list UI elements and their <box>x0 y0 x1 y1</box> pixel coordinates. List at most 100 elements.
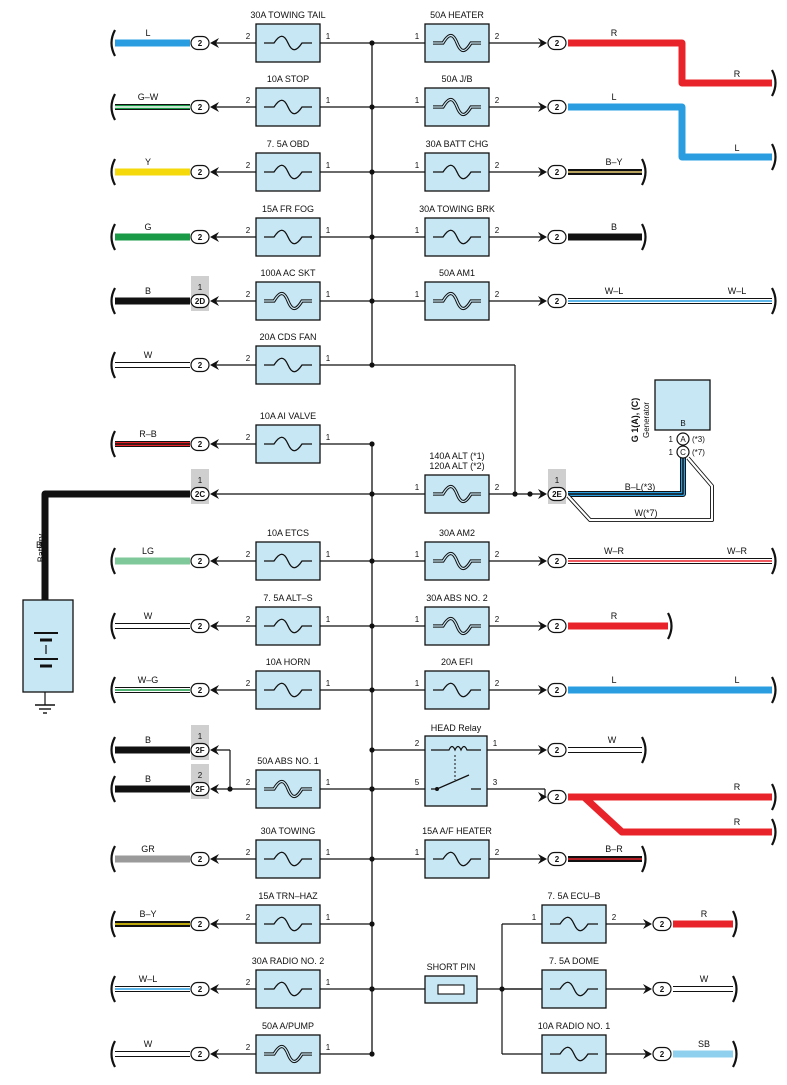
right-fuse-8-element <box>433 682 481 698</box>
left-fuse-13-wire-label: GR <box>141 844 155 854</box>
left-fuse-0-connector-arrow <box>210 38 219 48</box>
left-fuse-8-name: 10A ETCS <box>267 528 309 538</box>
right-fuse-0-connector-label: 2 <box>555 39 560 48</box>
head-relay-name: HEAD Relay <box>431 723 482 733</box>
right-fuse-2-connector-label: 2 <box>555 168 560 177</box>
right-fuse-9-connector <box>547 851 567 867</box>
generator-pin-c-note: (*7) <box>692 448 705 457</box>
left-fuse-1-connector-label: 2 <box>198 103 203 112</box>
right-fuse-6-wire-end <box>771 547 777 575</box>
left-fuse-5-out-pin: 1 <box>326 354 331 363</box>
right-fuse-2-name: 30A BATT CHG <box>426 139 489 149</box>
right-fuse-1-connector-arrow <box>538 102 547 112</box>
left-fuse-3-connector <box>190 229 210 245</box>
sub-fuse-0-in-pin: 1 <box>532 913 537 922</box>
right-fuse-7-in-pin: 1 <box>415 615 420 624</box>
sub-fuse-2-name: 10A RADIO NO. 1 <box>538 1021 611 1031</box>
left-fuse-0-element <box>264 35 312 51</box>
head-relay-top-wire-label: W <box>608 735 617 745</box>
right-fuse-0-wire-end <box>771 69 777 97</box>
head-relay-coil <box>431 745 481 752</box>
sub-fuse-0-out-pin: 2 <box>612 913 617 922</box>
right-fuse-5-name2: 120A ALT (*2) <box>429 461 484 471</box>
right-fuse-0-wire-label2: R <box>734 69 741 79</box>
left-fuse-14-name: 15A TRN–HAZ <box>258 891 318 901</box>
right-fuse-8-wire-label2: L <box>734 675 739 685</box>
right-fuse-8-connector <box>547 682 567 698</box>
left-fuse-10-connector <box>190 682 210 698</box>
right-fuse-5-out-pin: 2 <box>495 483 500 492</box>
right-fuse-5-in-pin: 1 <box>415 483 420 492</box>
right-fuse-5-name: 140A ALT (*1) <box>429 451 484 461</box>
head-relay-contact <box>435 787 439 791</box>
generator-w-wire <box>567 457 714 522</box>
head-relay-pin-1: 1 <box>493 739 498 748</box>
left-fuse-16-in-pin: 2 <box>246 1043 251 1052</box>
left-fuse-1-name: 10A STOP <box>267 74 309 84</box>
left-fuse-9-connector <box>190 618 210 634</box>
right-fuse-6-in-pin: 1 <box>415 550 420 559</box>
right-fuse-3-connector-arrow <box>538 232 547 242</box>
right-fuse-4-name: 50A AM1 <box>439 268 475 278</box>
generator-pin-c <box>676 445 690 459</box>
right-fuse-4-wire-label2: W–L <box>728 286 747 296</box>
head-relay-bottom-connector-arrow <box>538 792 547 802</box>
head-relay-bottom-wire-end-b <box>771 818 777 846</box>
left-fuse-0-name: 30A TOWING TAIL <box>250 10 325 20</box>
right-fuse-6-name: 30A AM2 <box>439 528 475 538</box>
left-fuse-15-wire-label: W–L <box>139 974 158 984</box>
left-fuse-13-element <box>264 851 312 867</box>
right-fuse-3-connector-label: 2 <box>555 233 560 242</box>
left-fuse-9-connector-label: 2 <box>198 622 203 631</box>
right-fuse-9-wire-end <box>641 845 647 873</box>
left-fuse-16-wire-label: W <box>144 1039 153 1049</box>
right-fuse-2-connector-arrow <box>538 167 547 177</box>
generator-terminal: B <box>680 419 685 428</box>
right-fuse-3-wire-label: B <box>611 222 617 232</box>
left-fuse-6-out-pin: 1 <box>326 433 331 442</box>
left-fuse-10-wire-end <box>110 676 116 704</box>
sub-fuse-1-wire-end <box>732 975 738 1003</box>
left-fuse-1-connector <box>190 99 210 115</box>
right-fuse-6-link-core <box>433 552 481 570</box>
left-fuse-11-connector <box>190 742 210 758</box>
alt-out-dot <box>527 491 533 497</box>
left-fuse-8-wire-label: LG <box>142 546 154 556</box>
sub-fuse-2-connector <box>652 1046 672 1062</box>
right-fuse-3-element <box>433 229 481 245</box>
left-fuse-11-wire-label: B <box>145 735 151 745</box>
right-fuse-8-wire-end <box>771 676 777 704</box>
sub-fuse-2-connector-label: 2 <box>660 1050 665 1059</box>
left-fuse-5-element <box>264 357 312 373</box>
left-fuse-13-name: 30A TOWING <box>261 826 316 836</box>
right-fuse-7-out-pin: 2 <box>495 615 500 624</box>
generator-pin-a-note: (*3) <box>692 435 705 444</box>
alt-feed-bus-dot <box>369 491 375 497</box>
left-fuse-13-connector-label: 2 <box>198 855 203 864</box>
left-fuse-6-in-pin: 2 <box>246 433 251 442</box>
right-fuse-9-wire-label: B–R <box>605 844 623 854</box>
left-fuse-12-connector-pin: 2 <box>198 771 203 780</box>
right-fuse-1-wire-label2: L <box>734 143 739 153</box>
right-fuse-0-out-pin: 2 <box>495 32 500 41</box>
left-fuse-12-connector <box>190 781 210 797</box>
sub-fuse-2-wire-label: SB <box>698 1039 710 1049</box>
left-fuse-9-wire-label: W <box>144 611 153 621</box>
left-fuse-6-bus-dot <box>369 441 375 447</box>
head-relay-bottom-wire-end-a <box>771 783 777 811</box>
left-fuse-15-in-pin: 2 <box>246 978 251 987</box>
left-fuse-2-element <box>264 164 312 180</box>
right-fuse-2-in-pin: 1 <box>415 161 420 170</box>
right-fuse-0-link-core <box>433 34 481 52</box>
short-pin-box <box>424 975 478 1004</box>
left-fuse-5-name: 20A CDS FAN <box>259 332 316 342</box>
junction-dot <box>369 747 375 753</box>
sub-fuse-0-wire-end <box>732 910 738 938</box>
short-pin-name: SHORT PIN <box>427 962 476 972</box>
generator-bl-wire-stripe <box>568 458 684 495</box>
left-fuse-10-name: 10A HORN <box>266 657 311 667</box>
right-fuse-1-name: 50A J/B <box>441 74 472 84</box>
left-fuse-14-wire-label: B–Y <box>139 909 156 919</box>
left-fuse-5-wire-label: W <box>144 350 153 360</box>
